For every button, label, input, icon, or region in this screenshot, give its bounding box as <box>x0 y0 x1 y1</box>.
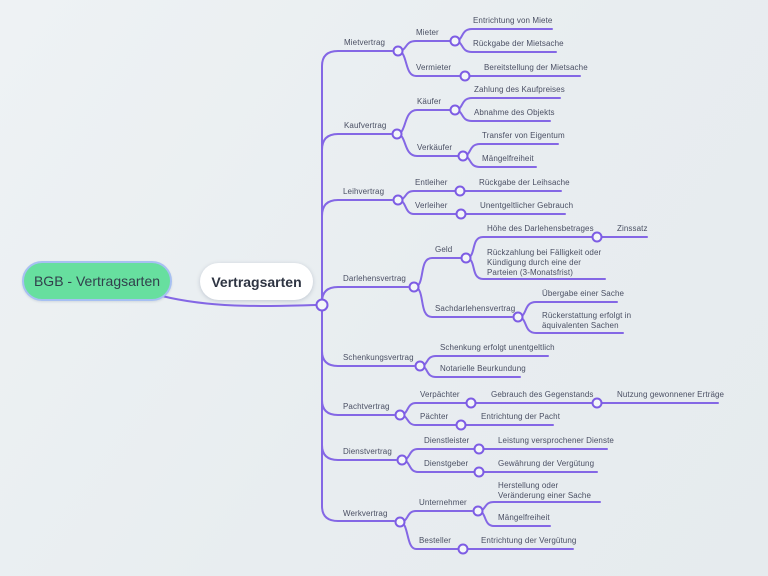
edge-kaufvertrag <box>321 133 392 151</box>
junction-dienstgeber[interactable] <box>473 466 485 478</box>
junction-mieter[interactable] <box>449 35 461 47</box>
node-kaeufer[interactable]: Käufer <box>417 97 442 106</box>
node-pachtvertrag[interactable]: Pachtvertrag <box>343 402 390 411</box>
junction-verkaeufer[interactable] <box>457 150 469 162</box>
junction-vermieter[interactable] <box>459 70 471 82</box>
node-entleiher[interactable]: Entleiher <box>415 178 448 187</box>
junction-darlehensvertrag[interactable] <box>408 281 420 293</box>
junction-root[interactable] <box>315 298 329 312</box>
node-verleiher[interactable]: Verleiher <box>415 201 448 210</box>
node-gewaehrung-der-verguetung[interactable]: Gewährung der Vergütung <box>498 459 595 468</box>
edge-kaeufer <box>396 109 451 135</box>
node-gebrauch-des-gegenstands[interactable]: Gebrauch des Gegenstands <box>491 390 594 399</box>
node-rueckerstattung[interactable]: Rückerstattung erfolgt in äquivalenten S… <box>542 311 632 330</box>
node-maengelfreiheit-werk[interactable]: Mängelfreiheit <box>498 513 550 522</box>
node-dienstgeber[interactable]: Dienstgeber <box>424 459 469 468</box>
node-maengelfreiheit-kauf[interactable]: Mängelfreiheit <box>482 154 534 163</box>
junction-kaeufer[interactable] <box>449 104 461 116</box>
edge-pachtvertrag <box>321 399 395 416</box>
node-mietvertrag[interactable]: Mietvertrag <box>344 38 386 47</box>
node-schenkung-unentgeltlich[interactable]: Schenkung erfolgt unentgeltlich <box>440 343 555 352</box>
node-hoehe-des-darlehensbetrages[interactable]: Höhe des Darlehensbetrages <box>487 224 594 233</box>
node-bereitstellung-der-mietsache[interactable]: Bereitstellung der Mietsache <box>484 63 588 72</box>
junction-sachdarlehensvertrag[interactable] <box>512 311 524 323</box>
edge-schenkungsvertrag <box>321 350 415 367</box>
edge-root-to-trunk <box>161 295 317 308</box>
node-dienstvertrag[interactable]: Dienstvertrag <box>343 447 392 456</box>
node-zahlung-des-kaufpreises[interactable]: Zahlung des Kaufpreises <box>474 85 565 94</box>
junction-unternehmer[interactable] <box>472 505 484 517</box>
junction-dienstvertrag[interactable] <box>396 454 408 466</box>
junction-verpaechter[interactable] <box>465 397 477 409</box>
central-node[interactable]: Vertragsarten <box>200 263 313 300</box>
node-rueckgabe-der-leihsache[interactable]: Rückgabe der Leihsache <box>479 178 570 187</box>
node-leihvertrag[interactable]: Leihvertrag <box>343 187 385 196</box>
node-entrichtung-der-pacht[interactable]: Entrichtung der Pacht <box>481 412 561 421</box>
node-geld[interactable]: Geld <box>435 245 453 254</box>
node-abnahme-des-objekts[interactable]: Abnahme des Objekts <box>474 108 555 117</box>
node-unentgeltlicher-gebrauch[interactable]: Unentgeltlicher Gebrauch <box>480 201 574 210</box>
node-verpaechter[interactable]: Verpächter <box>420 390 460 399</box>
node-kaufvertrag[interactable]: Kaufvertrag <box>344 121 387 130</box>
junction-leihvertrag[interactable] <box>392 194 404 206</box>
node-notarielle-beurkundung[interactable]: Notarielle Beurkundung <box>440 364 526 373</box>
node-mieter[interactable]: Mieter <box>416 28 439 37</box>
node-darlehensvertrag[interactable]: Darlehensvertrag <box>343 274 406 283</box>
node-herstellung-oder-veraenderung[interactable]: Herstellung oder Veränderung einer Sache <box>498 481 592 500</box>
edge-mieter <box>397 40 451 52</box>
junction-pachtvertrag[interactable] <box>394 409 406 421</box>
node-transfer-von-eigentum[interactable]: Transfer von Eigentum <box>482 131 565 140</box>
junction-schenkungsvertrag[interactable] <box>414 360 426 372</box>
node-unternehmer[interactable]: Unternehmer <box>419 498 467 507</box>
node-entrichtung-von-miete[interactable]: Entrichtung von Miete <box>473 16 553 25</box>
junction-gebrauch-gegenstands[interactable] <box>591 397 603 409</box>
junction-kaufvertrag[interactable] <box>391 128 403 140</box>
junction-werkvertrag[interactable] <box>394 516 406 528</box>
node-entrichtung-der-verguetung[interactable]: Entrichtung der Vergütung <box>481 536 577 545</box>
junction-verleiher[interactable] <box>455 208 467 220</box>
junction-entleiher[interactable] <box>454 185 466 197</box>
edge-dienstvertrag <box>321 444 397 461</box>
edge-geld <box>413 257 462 288</box>
node-uebergabe-einer-sache[interactable]: Übergabe einer Sache <box>542 289 625 298</box>
node-werkvertrag[interactable]: Werkvertrag <box>343 509 388 518</box>
node-zinssatz[interactable]: Zinssatz <box>617 224 648 233</box>
node-verkaeufer[interactable]: Verkäufer <box>417 143 453 152</box>
edge-darlehensvertrag <box>321 286 409 303</box>
junction-paechter[interactable] <box>455 419 467 431</box>
node-dienstleister[interactable]: Dienstleister <box>424 436 470 445</box>
node-nutzung-gewonnener-ertraege[interactable]: Nutzung gewonnener Erträge <box>617 390 725 399</box>
node-leistung-versprochener-dienste[interactable]: Leistung versprochener Dienste <box>498 436 614 445</box>
node-paechter[interactable]: Pächter <box>420 412 449 421</box>
edge-entleiher <box>397 190 456 201</box>
edge-herstellung-oder-veraenderung <box>477 501 601 512</box>
node-sachdarlehensvertrag[interactable]: Sachdarlehensvertrag <box>435 304 516 313</box>
junction-besteller[interactable] <box>457 543 469 555</box>
node-rueckzahlung[interactable]: Rückzahlung bei Fälligkeit oder Kündigun… <box>487 248 602 277</box>
junction-mietvertrag[interactable] <box>392 45 404 57</box>
junction-geld[interactable] <box>460 252 472 264</box>
root-node[interactable]: BGB - Vertragsarten <box>22 261 172 301</box>
node-vermieter[interactable]: Vermieter <box>416 63 452 72</box>
trunk <box>321 50 395 522</box>
node-schenkungsvertrag[interactable]: Schenkungsvertrag <box>343 353 414 362</box>
junction-dienstleister[interactable] <box>473 443 485 455</box>
node-besteller[interactable]: Besteller <box>419 536 452 545</box>
node-rueckgabe-der-mietsache[interactable]: Rückgabe der Mietsache <box>473 39 564 48</box>
junction-hoehe-darlehensbetrag[interactable] <box>591 231 603 243</box>
edge-leihvertrag <box>321 199 393 217</box>
edge-unternehmer <box>399 510 473 523</box>
